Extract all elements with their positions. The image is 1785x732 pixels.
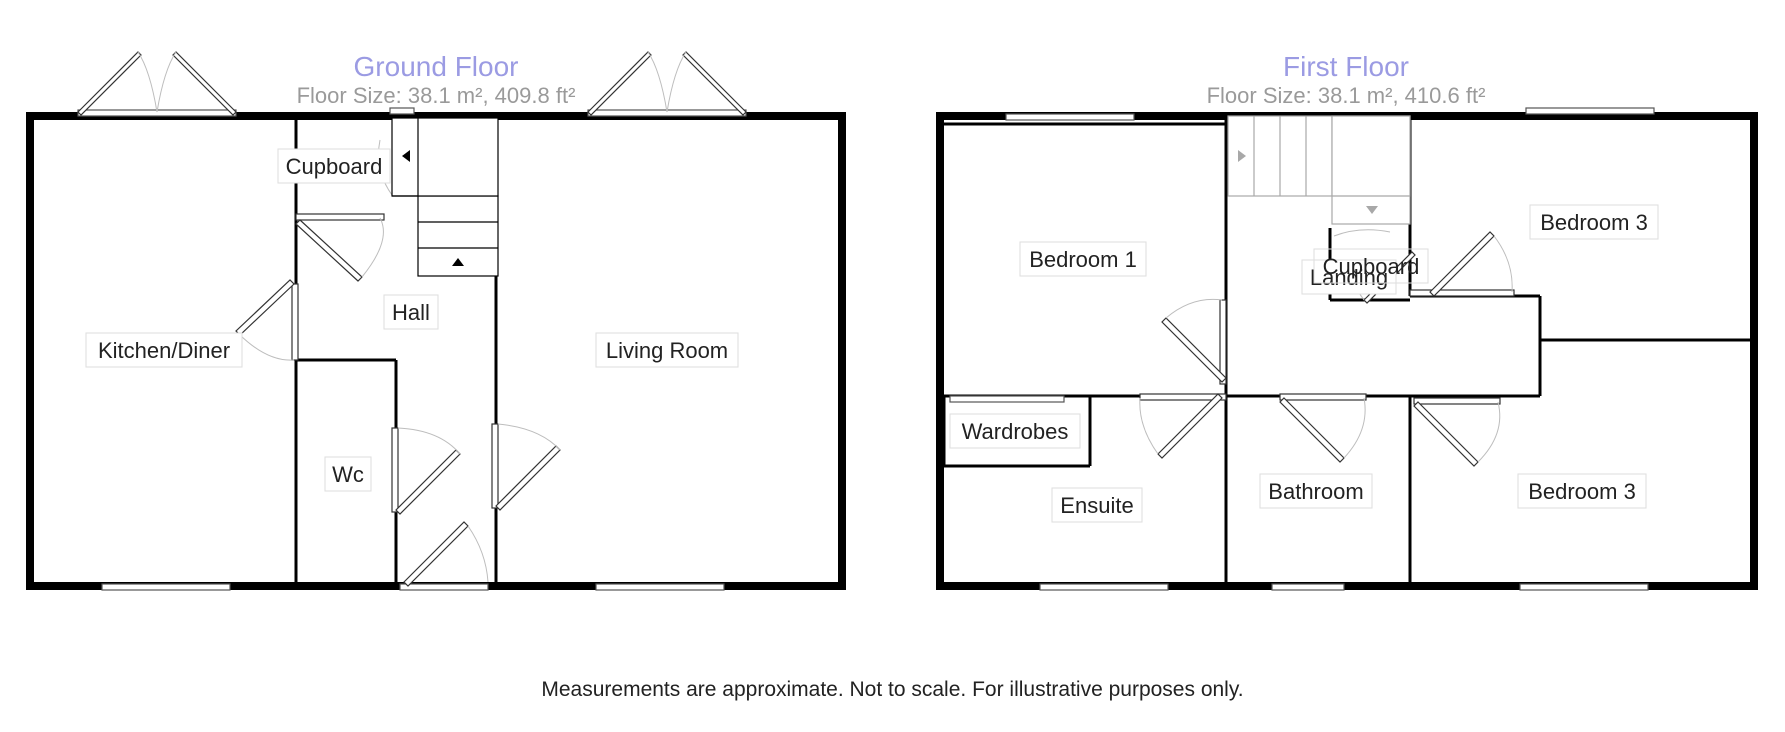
window-cupboard: [389, 107, 415, 115]
svg-text:Bedroom 3: Bedroom 3: [1528, 479, 1636, 504]
front-door-frame: [399, 583, 489, 591]
window-bedroom1: [1005, 113, 1135, 121]
room-label-bedroom-3-bottom: Bedroom 3: [1517, 473, 1647, 509]
svg-text:Bedroom 1: Bedroom 1: [1029, 247, 1137, 272]
svg-text:Landing: Landing: [1310, 265, 1388, 290]
window-living: [595, 583, 725, 591]
room-label-wc: Wc: [324, 456, 372, 492]
wardrobe-rail: [949, 395, 1065, 403]
stair-left-arrow-icon: [402, 150, 410, 162]
ground-floor-size: Floor Size: 38.1 m², 409.8 ft²: [297, 83, 576, 108]
svg-text:Wc: Wc: [332, 462, 364, 487]
disclaimer-text: Measurements are approximate. Not to sca…: [541, 678, 1244, 701]
first-floor-staircase: [1227, 115, 1411, 225]
svg-text:Living Room: Living Room: [606, 338, 728, 363]
room-label-bedroom-1: Bedroom 1: [1019, 241, 1147, 277]
room-label-bedroom-3-top: Bedroom 3: [1529, 204, 1659, 240]
room-label-kitchen-diner: Kitchen/Diner: [85, 332, 243, 368]
svg-text:Cupboard: Cupboard: [1323, 254, 1420, 279]
window-ensuite: [1039, 583, 1169, 591]
svg-text:Bathroom: Bathroom: [1268, 479, 1363, 504]
svg-text:Kitchen/Diner: Kitchen/Diner: [98, 338, 230, 363]
window-bedroom3-top: [1525, 107, 1655, 115]
room-label-cupboard: Cupboard: [1313, 248, 1429, 284]
window-bathroom: [1271, 583, 1345, 591]
stair-up-arrow-icon: [452, 258, 464, 266]
first-floor: First Floor Floor Size: 38.1 m², 410.6 f…: [936, 51, 1758, 591]
ground-floor: Ground Floor Floor Size: 38.1 m², 409.8 …: [26, 51, 846, 591]
room-label-living-room: Living Room: [595, 332, 739, 368]
window-kitchen: [101, 583, 231, 591]
room-label-wardrobes: Wardrobes: [949, 413, 1081, 449]
first-floor-title: First Floor: [1283, 51, 1409, 82]
svg-text:Cupboard: Cupboard: [286, 154, 383, 179]
room-label-bathroom: Bathroom: [1259, 473, 1373, 509]
svg-text:Wardrobes: Wardrobes: [962, 419, 1069, 444]
room-label-hall: Hall: [383, 294, 439, 330]
ground-floor-staircase: [391, 117, 499, 277]
svg-text:Bedroom 3: Bedroom 3: [1540, 210, 1648, 235]
living-french-doors: [587, 51, 747, 116]
first-floor-size: Floor Size: 38.1 m², 410.6 ft²: [1207, 83, 1486, 108]
stair-right-arrow-icon: [1238, 150, 1246, 162]
room-label-landing: Landing: [1301, 259, 1397, 295]
first-floor-windows: [949, 107, 1655, 591]
svg-text:Ensuite: Ensuite: [1060, 493, 1133, 518]
svg-text:Hall: Hall: [392, 300, 430, 325]
kitchen-french-doors: [77, 51, 237, 116]
window-bedroom3-bottom: [1519, 583, 1649, 591]
room-label-cupboard: Cupboard: [277, 148, 391, 184]
ground-floor-interior-doors: [235, 139, 561, 587]
ground-floor-title: Ground Floor: [354, 51, 519, 82]
stair-down-arrow-icon: [1366, 206, 1378, 214]
room-label-ensuite: Ensuite: [1051, 487, 1143, 523]
